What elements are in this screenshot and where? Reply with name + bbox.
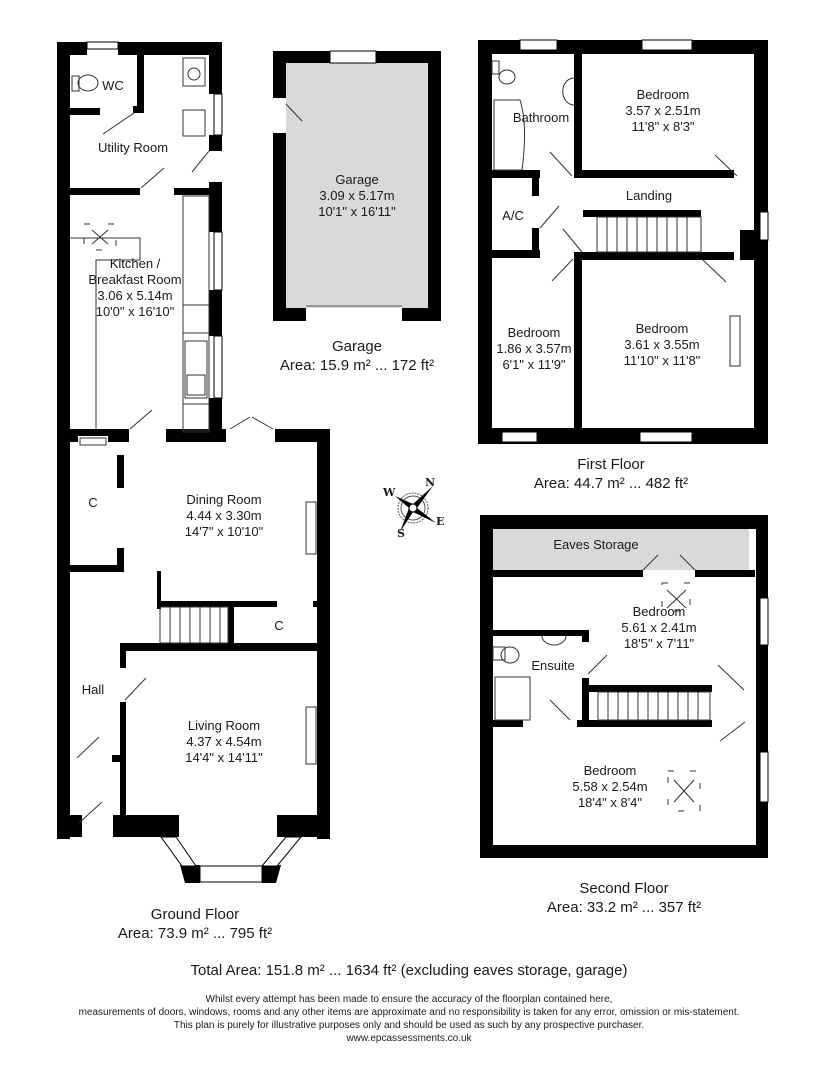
- room-label-bedroom-4: Bedroom 5.61 x 2.41m 18'5" x 7'11": [621, 604, 697, 651]
- compass-north: N: [425, 476, 436, 489]
- room-label-bedroom-5: Bedroom 5.58 x 2.54m 18'4" x 8'4": [572, 763, 648, 810]
- room-label-cupboard-1: C: [88, 495, 98, 510]
- first-floor-walls: [478, 40, 768, 444]
- garage-walls: [273, 50, 441, 321]
- disclaimer-line-1: Whilst every attempt has been made to en…: [205, 994, 613, 1005]
- second-floor-walls: [480, 515, 768, 858]
- room-label-bedroom-1: Bedroom 3.57 x 2.51m 11'8" x 8'3": [625, 87, 701, 134]
- disclaimer: Whilst every attempt has been made to en…: [79, 993, 740, 1045]
- room-label-garage: Garage 3.09 x 5.17m 10'1" x 16'11": [318, 172, 396, 219]
- ground-floor-caption: Ground Floor Area: 73.9 m² ... 795 ft²: [117, 906, 273, 942]
- first-floor-caption: First Floor Area: 44.7 m² ... 482 ft²: [533, 456, 689, 492]
- room-label-bedroom-2: Bedroom 1.86 x 3.57m 6'1" x 11'9": [496, 325, 572, 372]
- room-label-ensuite: Ensuite: [531, 658, 575, 673]
- room-label-eaves-storage: Eaves Storage: [553, 537, 639, 552]
- garage-caption: Garage Area: 15.9 m² ... 172 ft²: [279, 338, 435, 374]
- disclaimer-line-3: This plan is purely for illustrative pur…: [173, 1020, 645, 1031]
- website-link[interactable]: www.epcassessments.co.uk: [346, 1033, 472, 1044]
- room-label-utility: Utility Room: [97, 140, 169, 155]
- compass-rose: [395, 486, 436, 532]
- ground-floor-walls: [57, 42, 330, 883]
- room-label-bathroom: Bathroom: [512, 110, 570, 125]
- room-label-landing: Landing: [625, 188, 673, 203]
- room-label-dining: Dining Room 4.44 x 3.30m 14'7" x 10'10": [184, 492, 264, 539]
- compass-west: W: [383, 486, 396, 499]
- fixtures: [70, 57, 746, 824]
- room-label-airing-cupboard: A/C: [502, 208, 524, 223]
- compass-south: S: [397, 527, 405, 540]
- total-area: Total Area: 151.8 m² ... 1634 ft² (exclu…: [190, 962, 628, 979]
- second-floor-caption: Second Floor Area: 33.2 m² ... 357 ft²: [546, 880, 702, 916]
- windows: [86, 39, 769, 883]
- compass-east: E: [436, 515, 445, 528]
- room-label-wc: WC: [102, 78, 124, 93]
- room-label-bedroom-3: Bedroom 3.61 x 3.55m 11'10" x 11'8": [623, 321, 701, 368]
- room-label-hall: Hall: [81, 682, 105, 697]
- room-label-living: Living Room 4.37 x 4.54m 14'4" x 14'11": [185, 718, 263, 765]
- room-label-kitchen: Kitchen / Breakfast Room 3.06 x 5.14m 10…: [88, 256, 182, 319]
- disclaimer-line-2: measurements of doors, windows, rooms an…: [78, 1007, 740, 1018]
- room-label-cupboard-2: C: [274, 618, 284, 633]
